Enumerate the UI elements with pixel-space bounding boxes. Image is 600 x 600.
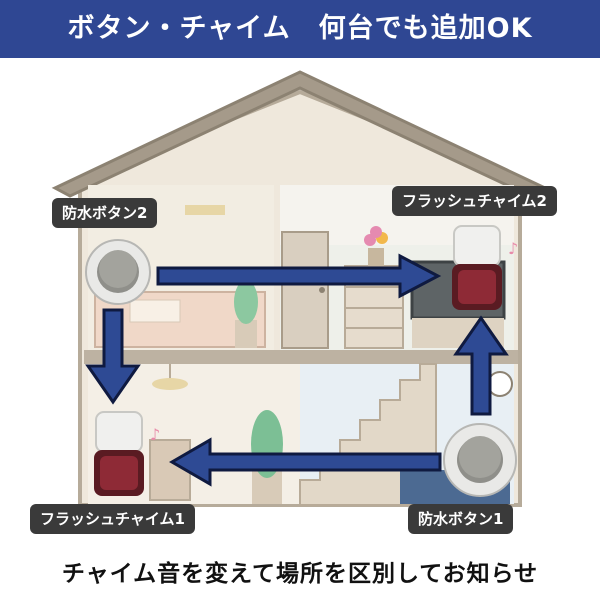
svg-text:♪: ♪ (508, 239, 518, 258)
svg-text:♪: ♪ (150, 425, 160, 444)
arrow-button2-to-chime2 (156, 253, 442, 299)
house-illustration: ♪ ♪ 防水ボタン2 フラッシュチャイム2 フラッシュチャイム1 防水ボタン1 (0, 58, 600, 550)
label-flash-chime-1: フラッシュチャイム1 (30, 504, 195, 534)
footer-caption: チャイム音を変えて場所を区別してお知らせ (61, 561, 539, 587)
label-waterproof-button-1: 防水ボタン1 (408, 504, 514, 534)
flash-chime-2-device: ♪ (452, 225, 518, 310)
arrow-button1-to-chime1 (169, 437, 442, 487)
arrow-button1-to-chime2 (453, 315, 509, 416)
label-waterproof-button-2: 防水ボタン2 (52, 198, 158, 228)
waterproof-button-1-device (443, 423, 517, 497)
waterproof-button-2-device (85, 239, 151, 305)
label-flash-chime-2: フラッシュチャイム2 (392, 186, 557, 216)
arrow-button2-to-chime1 (85, 308, 141, 405)
flash-chime-1-device: ♪ (94, 411, 160, 496)
header-banner: ボタン・チャイム 何台でも追加OK (0, 0, 600, 58)
